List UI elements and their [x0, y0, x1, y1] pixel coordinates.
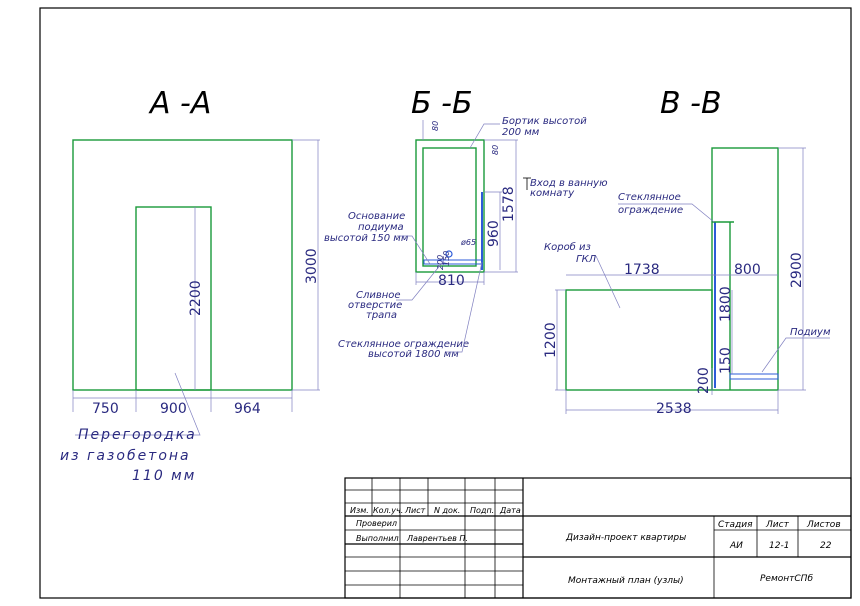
c-glass-note-2: ограждение	[618, 205, 683, 216]
a-w-mid: 900	[160, 401, 187, 417]
c-box-len: 1738	[624, 262, 660, 278]
b-drain-note-1: Сливное	[356, 290, 401, 301]
b-glass-note-1: Стеклянное ограждение	[338, 339, 469, 350]
b-drain-dim: ø65	[460, 238, 476, 247]
b-base-note-2: подиума	[358, 222, 404, 233]
tb-h-doc: N док.	[434, 506, 460, 515]
section-c: В -В 1738 800 2900 1200 1800 150 200 253…	[543, 86, 831, 417]
c-glass-dim: 1800	[718, 286, 734, 322]
a-note-line3: 110 мм	[132, 468, 196, 484]
tb-checked: Проверил	[356, 519, 397, 528]
tb-stage-label: Стадия	[718, 520, 753, 530]
c-height: 2900	[789, 252, 805, 288]
tb-h-kol: Кол.уч.	[373, 506, 403, 515]
tb-project: Дизайн-проект квартиры	[565, 533, 686, 543]
b-base-dim: 150	[442, 251, 451, 266]
b-rim-top: 80	[431, 121, 440, 131]
tb-sheet-title: Монтажный план (узлы)	[568, 576, 684, 586]
c-total: 2538	[656, 401, 692, 417]
a-height-total: 3000	[304, 248, 320, 284]
c-box-h: 1200	[543, 322, 559, 358]
c-tall-wall	[711, 147, 779, 391]
b-inner	[422, 147, 477, 267]
tb-h-izm: Изм.	[350, 506, 369, 515]
b-outer	[415, 139, 485, 273]
c-d200: 200	[696, 367, 712, 394]
section-a-title: А -А	[148, 86, 211, 121]
b-bottom-dim: 200	[436, 255, 445, 270]
tb-sheets-label: Листов	[806, 520, 841, 530]
tb-h-list: Лист	[404, 506, 426, 515]
section-a: А -А 3000 2200 750 900 964 Перегородка и…	[60, 86, 320, 484]
tb-h-data: Дата	[499, 506, 521, 515]
b-rim-note-2: 200 мм	[502, 127, 540, 138]
b-base-note-1: Основание	[348, 211, 405, 222]
c-box-note-2: ГКЛ	[576, 254, 597, 265]
b-base-note-3: высотой 150 мм	[324, 233, 409, 244]
tb-stage: АИ	[729, 541, 743, 551]
c-gkl-box	[565, 289, 713, 391]
a-door-height: 2200	[188, 280, 204, 316]
c-glass-note-1: Стеклянное	[618, 192, 681, 203]
b-drain-note-2: отверстие	[348, 300, 402, 311]
partition-wall	[72, 139, 293, 391]
a-note-line1: Перегородка	[78, 427, 197, 443]
tb-sheet: 12-1	[769, 541, 789, 551]
c-box-note-1: Короб из	[544, 241, 591, 253]
tb-h-podp: Подп.	[470, 506, 494, 515]
b-entry-note-1: Вход в ванную	[530, 178, 608, 189]
tb-made: Выполнил	[356, 534, 399, 543]
tb-org: РемонтСПб	[760, 574, 813, 584]
c-podium	[729, 373, 779, 380]
tb-sheet-label: Лист	[765, 520, 790, 530]
door-opening	[135, 206, 212, 391]
drain-icon	[445, 250, 453, 258]
title-block: Изм. Кол.уч. Лист N док. Подп. Дата Пров…	[344, 477, 852, 599]
b-height: 1578	[501, 186, 517, 222]
c-podium-note: Подиум	[790, 327, 831, 338]
a-w-right: 964	[234, 401, 261, 417]
b-rim-right: 80	[491, 145, 500, 155]
a-w-left: 750	[92, 401, 119, 417]
tb-made-name: Лаврентьев П.	[406, 534, 468, 543]
b-width: 810	[438, 273, 465, 289]
b-glass-note-2: высотой 1800 мм	[368, 349, 459, 360]
c-right-w: 800	[734, 262, 761, 278]
a-note-line2: из газобетона	[60, 448, 191, 464]
section-c-title: В -В	[660, 86, 722, 121]
c-d150: 150	[718, 347, 734, 374]
section-b-title: Б -Б	[411, 86, 473, 121]
tb-sheets: 22	[820, 541, 832, 551]
section-b: Б -Б 810 1578 960 80 80 ø65 200 150 Борт…	[324, 86, 608, 360]
b-drain-note-3: трапа	[366, 310, 397, 321]
b-glass-dim: 960	[486, 220, 502, 247]
b-rim-note-1: Бортик высотой	[502, 116, 587, 127]
b-entry-note-2: комнату	[530, 188, 575, 199]
b-floor-strip	[423, 259, 483, 265]
